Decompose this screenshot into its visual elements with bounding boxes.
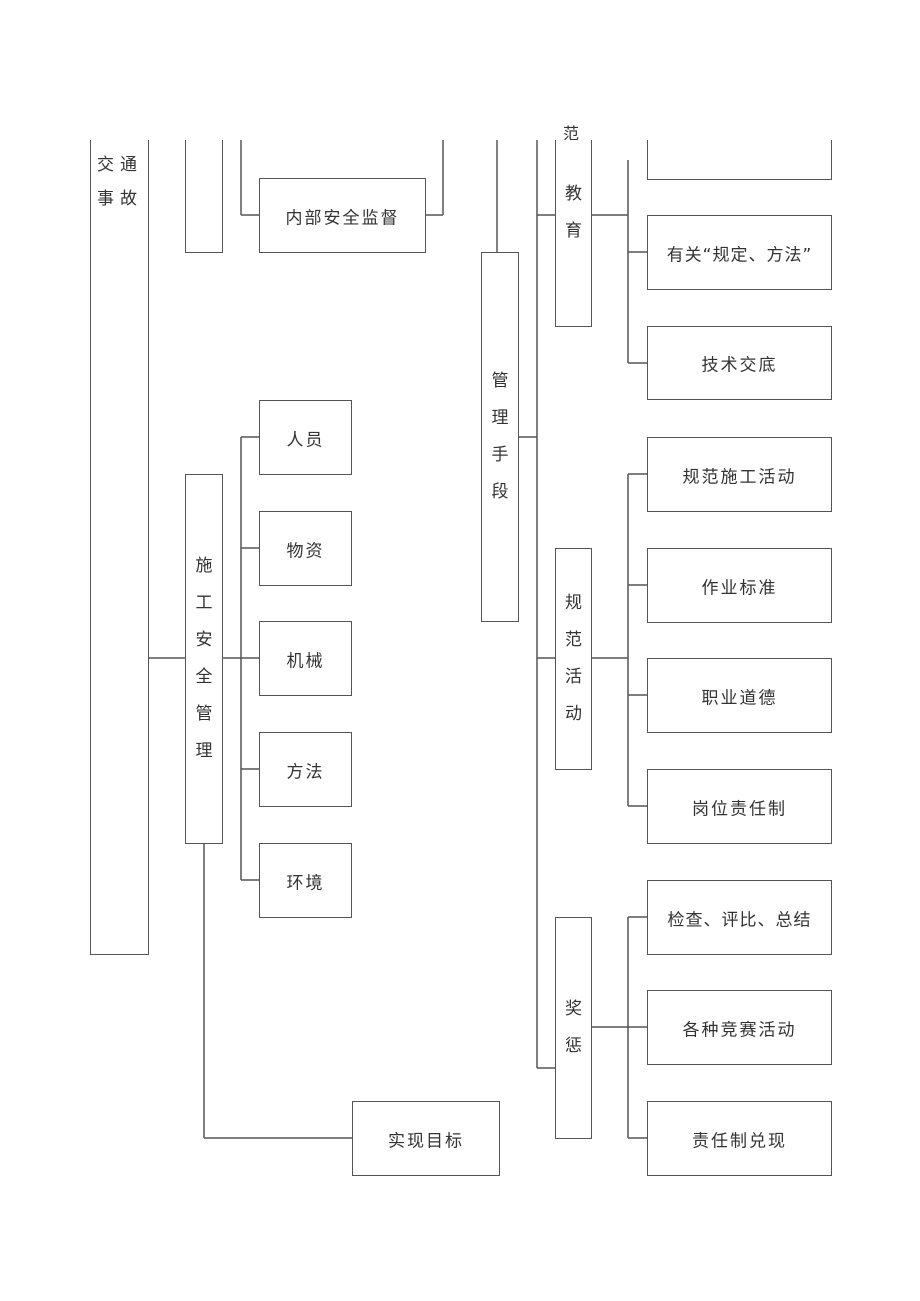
education-box: 教 育 (555, 140, 592, 327)
partial-box-top-right (647, 140, 832, 180)
realize-goal-box: 实现目标 (352, 1101, 500, 1176)
construction-safety-management-box: 施 工 安 全 管 理 (185, 474, 223, 844)
rewards-item-inspection: 检查、评比、总结 (647, 880, 832, 955)
traffic-accident-label: 交通 事故 (97, 155, 143, 209)
factor-environment-box: 环境 (259, 843, 352, 918)
factor-method-box: 方法 (259, 732, 352, 807)
management-means-box: 管 理 手 段 (481, 252, 519, 622)
fan-fragment: 范 (563, 124, 580, 143)
management-means-label: 管 理 手 段 (491, 371, 509, 502)
education-item-regulations: 有关“规定、方法” (647, 215, 832, 290)
standardize-item-construction: 规范施工活动 (647, 437, 832, 512)
partial-box-top-left (185, 140, 223, 253)
rewards-punishments-box: 奖 惩 (555, 917, 592, 1139)
construction-safety-management-label: 施 工 安 全 管 理 (195, 556, 213, 761)
standardize-activities-label: 规 范 活 动 (565, 593, 582, 724)
standardize-item-operation-standard: 作业标准 (647, 548, 832, 623)
factor-personnel-box: 人员 (259, 400, 352, 475)
standardize-item-post-responsibility: 岗位责任制 (647, 769, 832, 844)
rewards-item-responsibility-fulfillment: 责任制兑现 (647, 1101, 832, 1176)
education-item-technical-briefing: 技术交底 (647, 326, 832, 400)
internal-supervision-label: 内部安全监督 (285, 208, 400, 228)
rewards-item-competitions: 各种竞赛活动 (647, 990, 832, 1065)
rewards-punishments-label: 奖 惩 (565, 999, 582, 1056)
traffic-accident-box: 交通 事故 (90, 140, 149, 955)
factor-machinery-box: 机械 (259, 621, 352, 696)
internal-supervision-box: 内部安全监督 (259, 178, 426, 253)
education-label: 教 育 (565, 184, 582, 241)
standardize-activities-box: 规 范 活 动 (555, 548, 592, 770)
standardize-item-professional-ethics: 职业道德 (647, 658, 832, 733)
factor-materials-box: 物资 (259, 511, 352, 586)
